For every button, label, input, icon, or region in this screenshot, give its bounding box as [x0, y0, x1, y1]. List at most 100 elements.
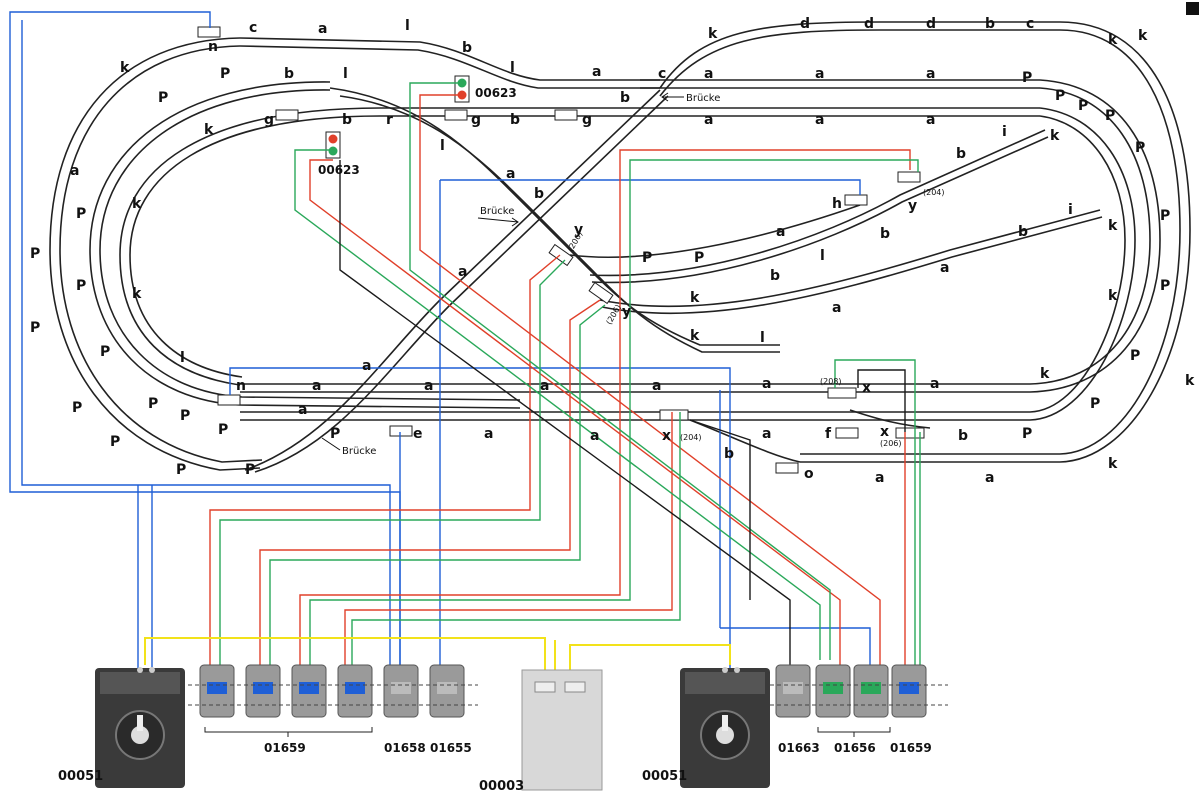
- svg-text:a: a: [590, 428, 599, 444]
- svg-text:a: a: [362, 358, 371, 374]
- svg-text:P: P: [72, 400, 82, 416]
- svg-text:Brücke: Brücke: [342, 446, 376, 457]
- svg-text:a: a: [832, 300, 841, 316]
- svg-text:o: o: [804, 466, 814, 482]
- switch-box-2: [245, 664, 281, 718]
- svg-text:01658: 01658: [384, 741, 426, 755]
- svg-text:P: P: [30, 320, 40, 336]
- svg-text:a: a: [592, 64, 601, 80]
- svg-text:e: e: [413, 426, 423, 442]
- svg-text:(206): (206): [880, 439, 902, 448]
- svg-text:n: n: [236, 378, 246, 394]
- svg-text:k: k: [1108, 32, 1118, 48]
- svg-text:P: P: [30, 246, 40, 262]
- svg-text:a: a: [815, 112, 824, 128]
- svg-text:01659: 01659: [264, 741, 306, 755]
- svg-text:d: d: [864, 16, 874, 32]
- svg-text:a: a: [762, 376, 771, 392]
- svg-text:P: P: [330, 426, 340, 442]
- svg-text:a: a: [318, 21, 327, 37]
- bridge-labels: Brücke Brücke Brücke: [321, 92, 720, 457]
- svg-text:Brücke: Brücke: [686, 93, 720, 104]
- svg-text:k: k: [1050, 128, 1060, 144]
- svg-text:g: g: [471, 112, 481, 128]
- svg-text:k: k: [204, 122, 214, 138]
- svg-text:P: P: [642, 250, 652, 266]
- svg-text:P: P: [1055, 88, 1065, 104]
- svg-text:d: d: [926, 16, 936, 32]
- svg-text:b: b: [534, 186, 544, 202]
- svg-text:P: P: [1135, 140, 1145, 156]
- svg-text:00051: 00051: [642, 769, 687, 784]
- svg-text:x: x: [862, 380, 871, 396]
- svg-text:k: k: [132, 286, 142, 302]
- svg-text:y: y: [908, 198, 917, 214]
- svg-text:l: l: [405, 18, 410, 34]
- svg-text:01663: 01663: [778, 741, 820, 755]
- svg-text:P: P: [176, 462, 186, 478]
- signal-lower: [325, 131, 341, 159]
- svg-text:i: i: [1068, 202, 1073, 218]
- svg-text:g: g: [264, 112, 274, 128]
- svg-text:b: b: [985, 16, 995, 32]
- svg-text:h: h: [832, 196, 842, 212]
- svg-text:P: P: [218, 422, 228, 438]
- svg-text:a: a: [424, 378, 433, 394]
- svg-text:b: b: [510, 112, 520, 128]
- svg-text:a: a: [704, 112, 713, 128]
- svg-text:y: y: [574, 222, 583, 238]
- switch-boxes: [188, 664, 948, 718]
- svg-text:P: P: [158, 90, 168, 106]
- svg-text:c: c: [658, 66, 666, 82]
- svg-text:b: b: [284, 66, 294, 82]
- svg-text:k: k: [120, 60, 130, 76]
- svg-text:k: k: [1108, 288, 1118, 304]
- svg-text:b: b: [956, 146, 966, 162]
- svg-text:n: n: [208, 39, 218, 55]
- svg-text:g: g: [582, 112, 592, 128]
- svg-text:i: i: [1002, 124, 1007, 140]
- svg-text:P: P: [1130, 348, 1140, 364]
- track-outer-left-b: [59, 45, 263, 463]
- svg-text:a: a: [875, 470, 884, 486]
- signal-upper: [454, 75, 470, 103]
- svg-text:a: a: [930, 376, 939, 392]
- svg-text:b: b: [724, 446, 734, 462]
- brace-01656: [817, 727, 891, 737]
- svg-text:l: l: [760, 330, 765, 346]
- svg-text:k: k: [132, 196, 142, 212]
- svg-text:a: a: [540, 378, 549, 394]
- svg-text:b: b: [342, 112, 352, 128]
- svg-text:a: a: [985, 470, 994, 486]
- svg-text:x: x: [880, 424, 889, 440]
- svg-text:P: P: [1022, 70, 1032, 86]
- svg-text:f: f: [825, 426, 832, 442]
- svg-text:(204): (204): [923, 188, 945, 197]
- svg-text:P: P: [220, 66, 230, 82]
- svg-text:a: a: [298, 402, 307, 418]
- svg-text:00003: 00003: [479, 779, 524, 794]
- svg-text:l: l: [440, 138, 445, 154]
- svg-text:P: P: [1090, 396, 1100, 412]
- svg-text:(206): (206): [566, 230, 585, 253]
- svg-text:a: a: [652, 378, 661, 394]
- svg-text:P: P: [100, 344, 110, 360]
- svg-text:01656: 01656: [834, 741, 876, 755]
- svg-text:a: a: [704, 66, 713, 82]
- svg-text:b: b: [880, 226, 890, 242]
- svg-text:P: P: [1022, 426, 1032, 442]
- svg-text:l: l: [180, 350, 185, 366]
- svg-text:b: b: [620, 90, 630, 106]
- svg-text:Brücke: Brücke: [480, 206, 514, 217]
- track-outer-left-a: [49, 37, 261, 471]
- svg-text:r: r: [386, 112, 393, 128]
- svg-text:P: P: [1160, 278, 1170, 294]
- svg-text:P: P: [148, 396, 158, 412]
- switch-box-5: [383, 664, 419, 718]
- svg-text:a: a: [776, 224, 785, 240]
- track-devices: [197, 26, 925, 474]
- svg-text:c: c: [1026, 16, 1034, 32]
- svg-text:l: l: [820, 248, 825, 264]
- svg-text:a: a: [458, 264, 467, 280]
- svg-text:P: P: [1160, 208, 1170, 224]
